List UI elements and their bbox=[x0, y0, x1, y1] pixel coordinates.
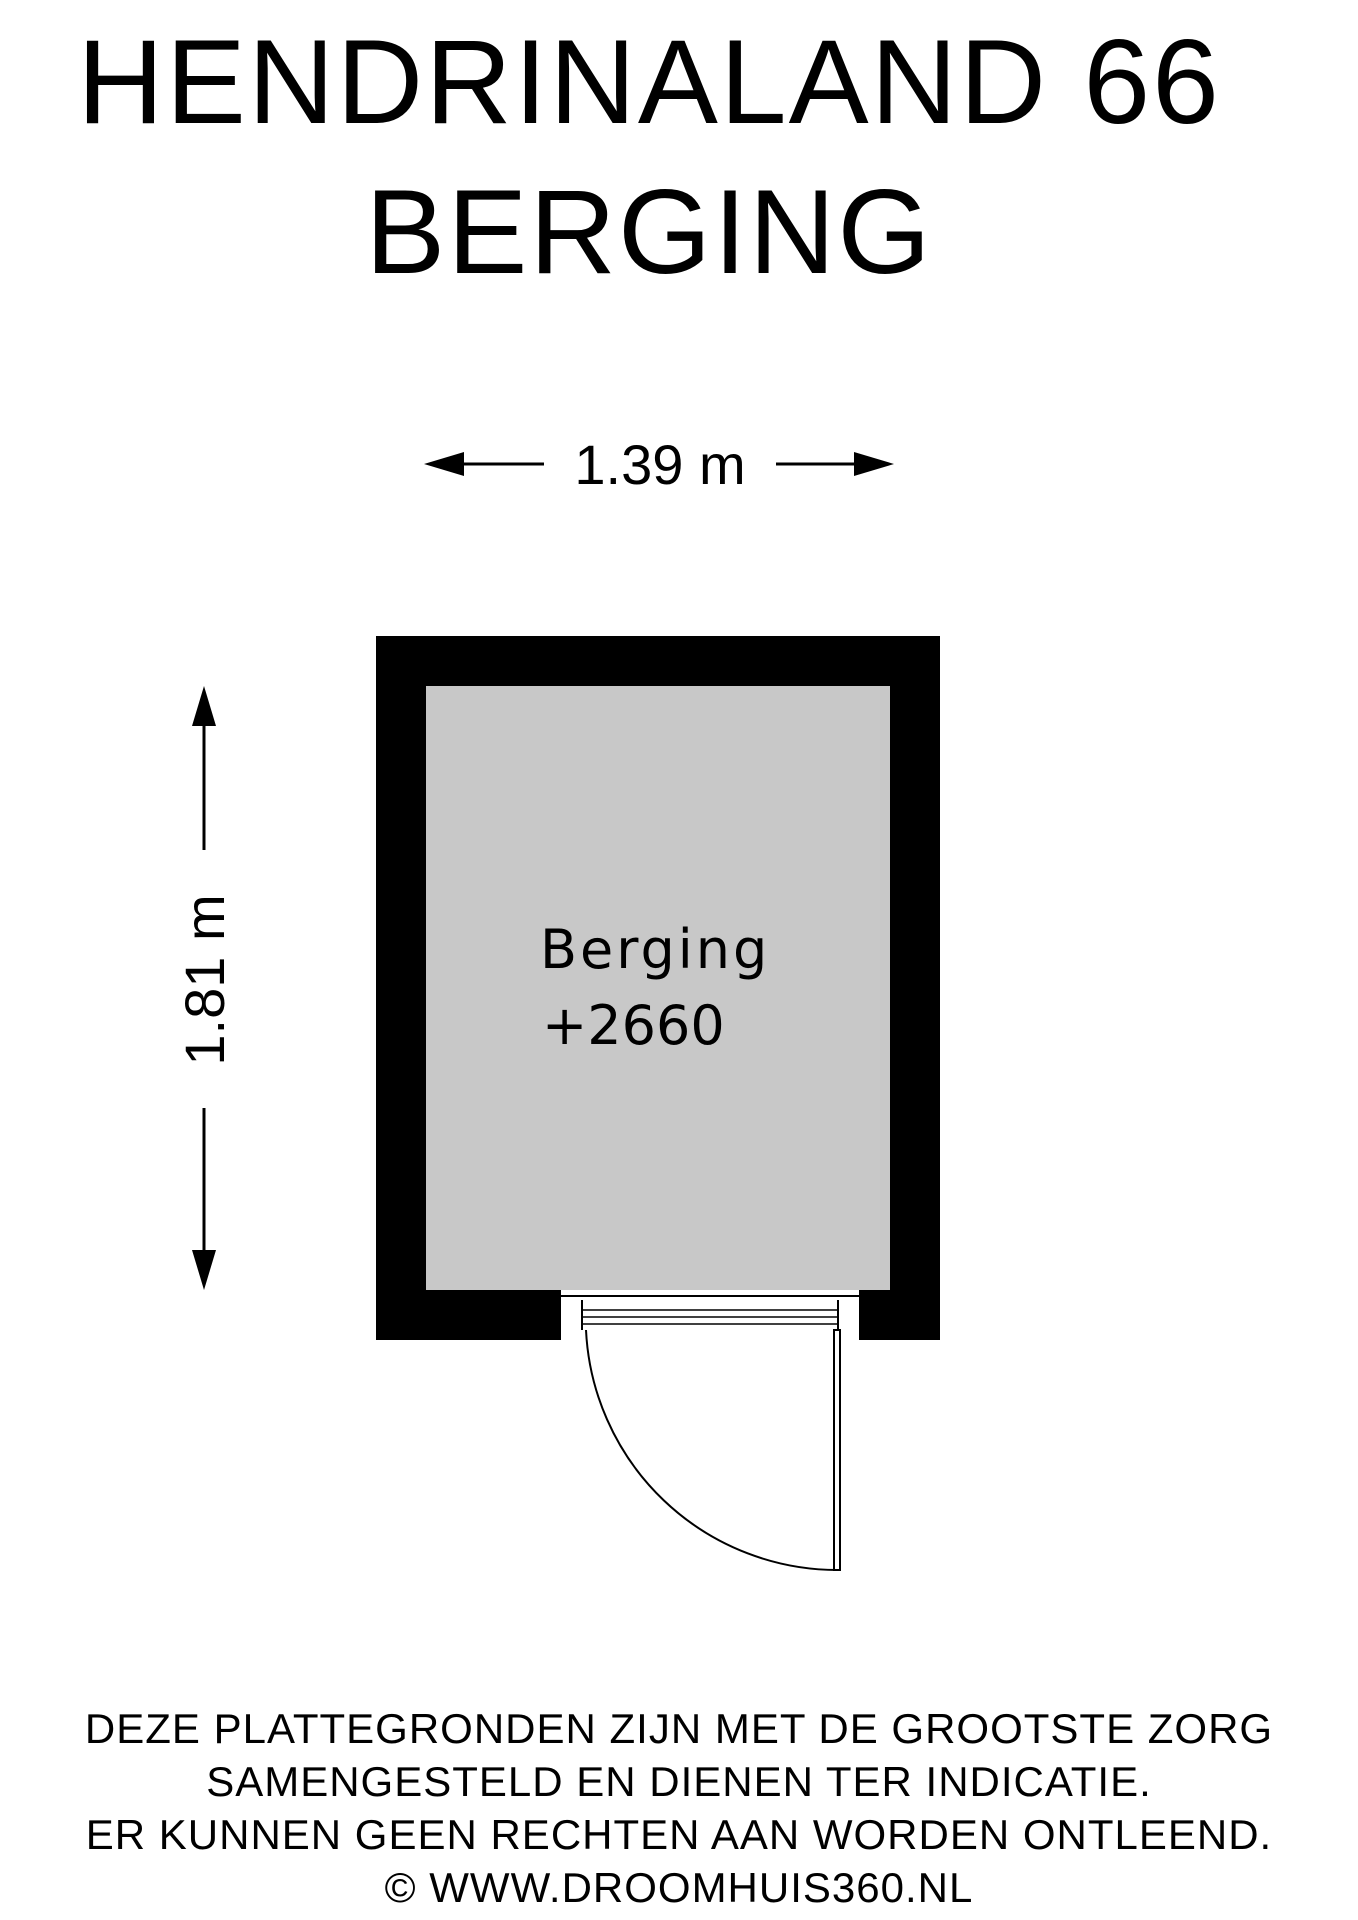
width-arrow-right bbox=[854, 452, 894, 476]
height-arrow-bottom bbox=[192, 1250, 216, 1290]
width-label: 1.39 m bbox=[574, 433, 745, 496]
room-floor bbox=[426, 686, 890, 1290]
height-dimension: 1.81 m bbox=[173, 686, 236, 1290]
height-arrow-top bbox=[192, 686, 216, 726]
disclaimer-line-2: SAMENGESTELD EN DIENEN TER INDICATIE. bbox=[206, 1758, 1152, 1805]
door-swing bbox=[585, 1329, 841, 1572]
room-walls bbox=[376, 636, 940, 1340]
width-arrow-left bbox=[424, 452, 464, 476]
disclaimer-line-3: ER KUNNEN GEEN RECHTEN AAN WORDEN ONTLEE… bbox=[85, 1811, 1273, 1858]
disclaimer: DEZE PLATTEGRONDEN ZIJN MET DE GROOTSTE … bbox=[0, 1702, 1358, 1914]
room-level: +2660 bbox=[542, 994, 725, 1057]
height-label: 1.81 m bbox=[173, 894, 236, 1065]
disclaimer-line-1: DEZE PLATTEGRONDEN ZIJN MET DE GROOTSTE … bbox=[84, 1705, 1274, 1752]
door-swing-arc bbox=[585, 1329, 839, 1572]
disclaimer-line-4: © WWW.DROOMHUIS360.NL bbox=[384, 1864, 974, 1911]
page-subtitle: BERGING bbox=[365, 165, 933, 299]
room-name: Berging bbox=[540, 918, 770, 981]
page-title: HENDRINALAND 66 bbox=[77, 15, 1221, 149]
door-opening bbox=[560, 1290, 860, 1340]
width-dimension: 1.39 m bbox=[424, 433, 894, 496]
door-leaf bbox=[833, 1329, 841, 1571]
